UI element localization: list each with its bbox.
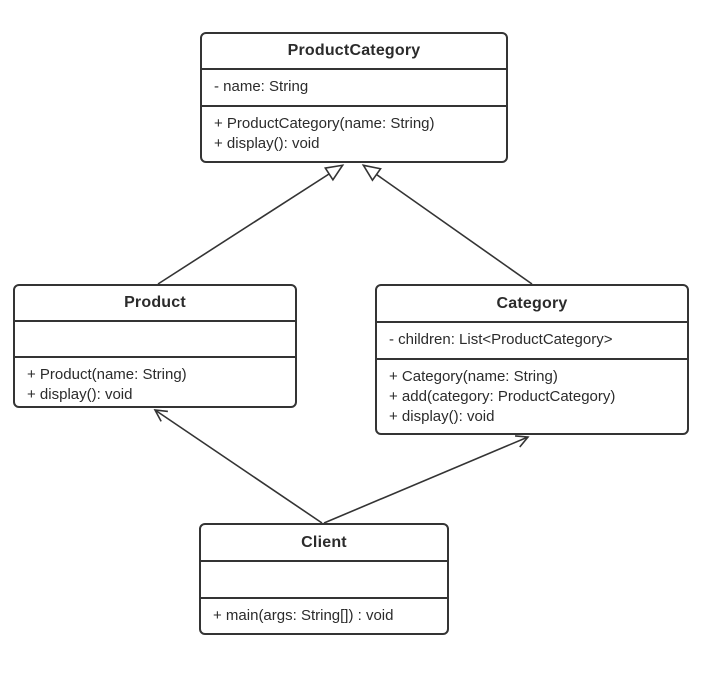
- method-item: + add(category: ProductCategory): [389, 388, 616, 405]
- method-item: + display(): void: [214, 135, 320, 152]
- class-name-label: Client: [301, 533, 347, 551]
- method-item: + display(): void: [389, 408, 495, 425]
- class-box-category: Category - children: List<ProductCategor…: [375, 284, 689, 435]
- generalization-category-to-productcategory: [361, 164, 533, 285]
- association-client-to-product: [153, 409, 323, 524]
- methods-compartment: + main(args: String[]) : void: [201, 599, 447, 633]
- class-box-client: Client + main(args: String[]) : void: [199, 523, 449, 635]
- methods-compartment: + Product(name: String) + display(): voi…: [15, 358, 295, 406]
- methods-compartment: + Category(name: String) + add(category:…: [377, 360, 687, 433]
- method-item: + main(args: String[]) : void: [213, 607, 394, 624]
- class-name-label: Product: [124, 294, 186, 311]
- attributes-compartment: [201, 562, 447, 599]
- generalization-product-to-productcategory: [157, 164, 345, 285]
- class-title: ProductCategory: [202, 34, 506, 70]
- class-title: Client: [201, 525, 447, 562]
- attributes-compartment: - name: String: [202, 70, 506, 107]
- class-box-product: Product + Product(name: String) + displa…: [13, 284, 297, 408]
- class-name-label: ProductCategory: [287, 42, 421, 59]
- methods-compartment: + ProductCategory(name: String) + displa…: [202, 107, 506, 161]
- association-client-to-category: [323, 435, 530, 524]
- method-item: + Category(name: String): [389, 368, 558, 385]
- class-name-label: Category: [496, 294, 568, 312]
- method-item: + Product(name: String): [27, 366, 187, 383]
- attributes-compartment: [15, 322, 295, 358]
- method-item: + ProductCategory(name: String): [214, 115, 435, 132]
- class-title: Product: [15, 286, 295, 322]
- attributes-compartment: - children: List<ProductCategory>: [377, 323, 687, 360]
- class-title: Category: [377, 286, 687, 323]
- method-item: + display(): void: [27, 386, 133, 403]
- class-box-productcategory: ProductCategory - name: String + Product…: [200, 32, 508, 163]
- attribute-item: - children: List<ProductCategory>: [389, 331, 613, 348]
- attribute-item: - name: String: [214, 78, 309, 95]
